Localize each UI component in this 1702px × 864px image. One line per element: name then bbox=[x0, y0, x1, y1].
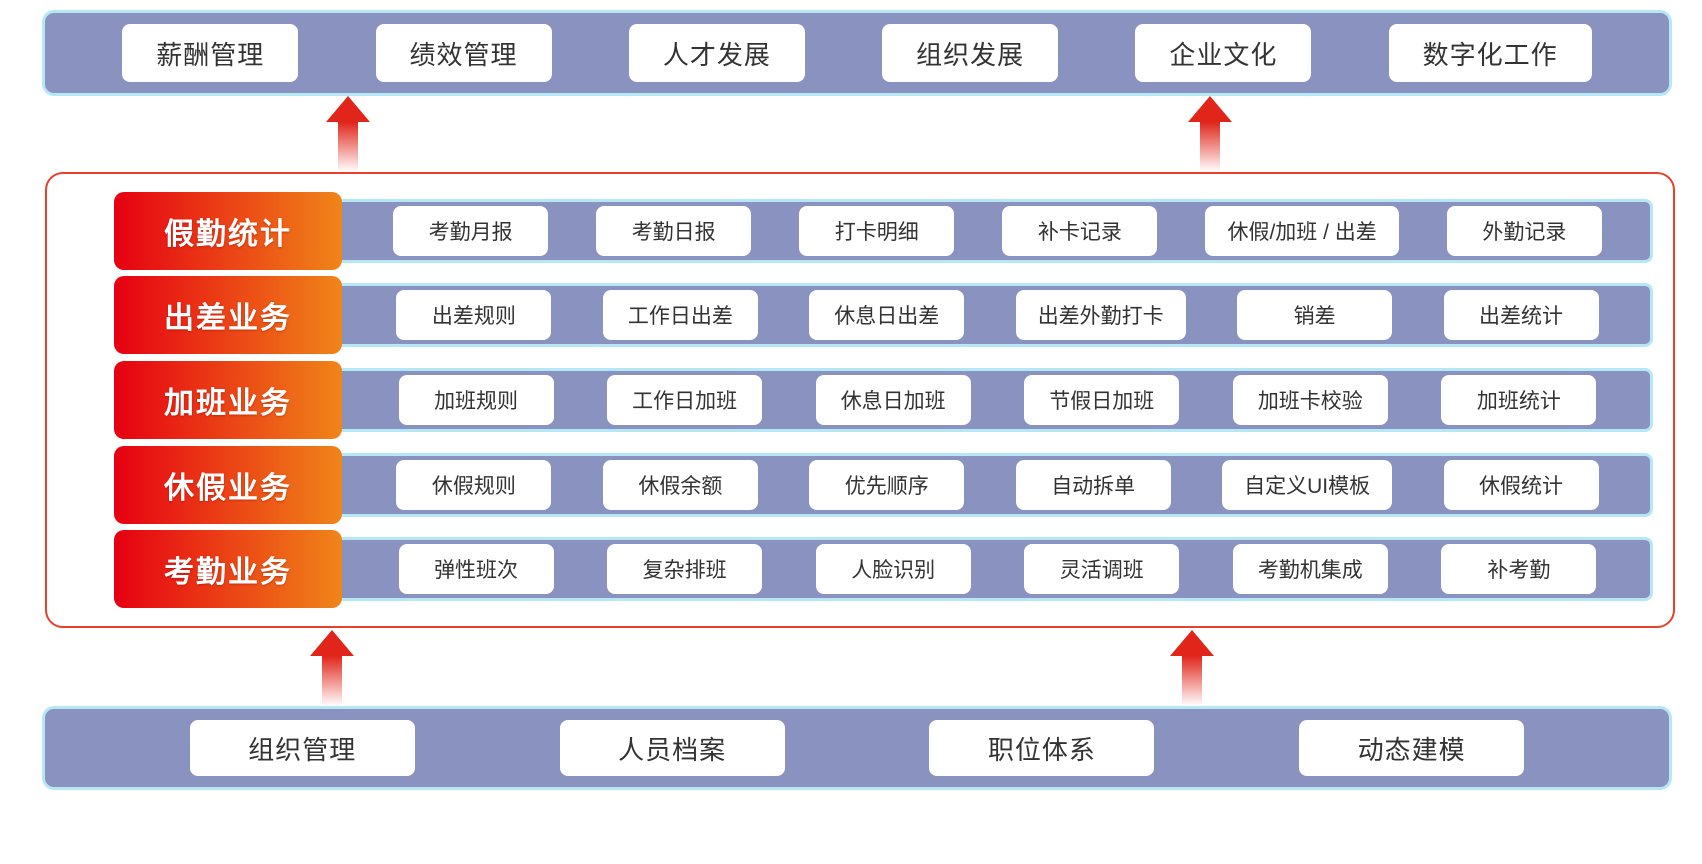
row-bar: 加班规则 工作日加班 休息日加班 节假日加班 加班卡校验 加班统计 bbox=[114, 367, 1653, 432]
module-chip: 出差规则 bbox=[396, 290, 552, 341]
module-chip: 休假余额 bbox=[602, 459, 758, 510]
row-chips: 考勤月报 考勤日报 打卡明细 补卡记录 休假/加班 / 出差 外勤记录 bbox=[345, 202, 1650, 260]
row-chips: 出差规则 工作日出差 休息日出差 出差外勤打卡 销差 出差统计 bbox=[345, 286, 1650, 344]
row-bar: 出差规则 工作日出差 休息日出差 出差外勤打卡 销差 出差统计 bbox=[114, 283, 1653, 348]
row-label-vacation: 休假业务 bbox=[114, 445, 342, 524]
bottom-item-organization-management: 组织管理 bbox=[189, 720, 415, 776]
module-row-overtime: 加班规则 工作日加班 休息日加班 节假日加班 加班卡校验 加班统计 加班业务 bbox=[114, 360, 1653, 439]
module-chip: 休假统计 bbox=[1443, 459, 1599, 510]
module-chip: 休息日加班 bbox=[815, 374, 971, 425]
module-row-leave-attendance-statistics: 考勤月报 考勤日报 打卡明细 补卡记录 休假/加班 / 出差 外勤记录 假勤统计 bbox=[114, 191, 1653, 270]
top-item-digital-work: 数字化工作 bbox=[1388, 24, 1592, 82]
attendance-modules-container: 考勤月报 考勤日报 打卡明细 补卡记录 休假/加班 / 出差 外勤记录 假勤统计… bbox=[45, 172, 1675, 628]
row-chips: 加班规则 工作日加班 休息日加班 节假日加班 加班卡校验 加班统计 bbox=[345, 371, 1650, 429]
module-chip: 考勤日报 bbox=[596, 205, 752, 256]
module-chip: 工作日出差 bbox=[602, 290, 758, 341]
row-label-overtime: 加班业务 bbox=[114, 360, 342, 439]
module-chip: 补卡记录 bbox=[1002, 205, 1158, 256]
bottom-item-position-system: 职位体系 bbox=[929, 720, 1155, 776]
module-chip: 弹性班次 bbox=[398, 544, 554, 595]
bottom-item-dynamic-modeling: 动态建模 bbox=[1299, 720, 1525, 776]
module-chip: 休息日出差 bbox=[809, 290, 965, 341]
module-chip: 自定义UI模板 bbox=[1222, 459, 1393, 510]
module-chip: 节假日加班 bbox=[1024, 374, 1180, 425]
module-chip: 优先顺序 bbox=[809, 459, 965, 510]
top-item-organization-development: 组织发展 bbox=[882, 24, 1059, 82]
row-chips: 休假规则 休假余额 优先顺序 自动拆单 自定义UI模板 休假统计 bbox=[345, 456, 1650, 514]
arrow-head bbox=[310, 630, 354, 656]
top-layer-bar: 薪酬管理 绩效管理 人才发展 组织发展 企业文化 数字化工作 bbox=[42, 10, 1672, 96]
module-chip: 出差统计 bbox=[1443, 290, 1599, 341]
row-bar: 弹性班次 复杂排班 人脸识别 灵活调班 考勤机集成 补考勤 bbox=[114, 537, 1653, 602]
top-item-compensation-management: 薪酬管理 bbox=[122, 24, 299, 82]
module-chip: 加班卡校验 bbox=[1232, 374, 1388, 425]
foundation-layer-bar: 组织管理 人员档案 职位体系 动态建模 bbox=[42, 706, 1672, 790]
arrow-up-icon bbox=[1170, 630, 1214, 706]
arrow-shaft bbox=[322, 656, 342, 706]
module-chip: 加班统计 bbox=[1441, 374, 1597, 425]
top-item-corporate-culture: 企业文化 bbox=[1135, 24, 1312, 82]
module-row-attendance: 弹性班次 复杂排班 人脸识别 灵活调班 考勤机集成 补考勤 考勤业务 bbox=[114, 530, 1653, 609]
module-chip: 补考勤 bbox=[1441, 544, 1597, 595]
module-chip: 出差外勤打卡 bbox=[1015, 290, 1186, 341]
module-chip: 打卡明细 bbox=[799, 205, 955, 256]
module-chip: 休假/加班 / 出差 bbox=[1205, 205, 1399, 256]
row-label-leave-attendance-statistics: 假勤统计 bbox=[114, 191, 342, 270]
module-row-business-trip: 出差规则 工作日出差 休息日出差 出差外勤打卡 销差 出差统计 出差业务 bbox=[114, 276, 1653, 355]
row-bar: 考勤月报 考勤日报 打卡明细 补卡记录 休假/加班 / 出差 外勤记录 bbox=[114, 198, 1653, 263]
module-chip: 销差 bbox=[1237, 290, 1393, 341]
row-label-business-trip: 出差业务 bbox=[114, 276, 342, 355]
arrow-shaft bbox=[338, 122, 358, 172]
module-chip: 加班规则 bbox=[398, 374, 554, 425]
row-chips: 弹性班次 复杂排班 人脸识别 灵活调班 考勤机集成 补考勤 bbox=[345, 540, 1650, 598]
arrow-head bbox=[1170, 630, 1214, 656]
module-chip: 外勤记录 bbox=[1446, 205, 1602, 256]
module-chip: 工作日加班 bbox=[607, 374, 763, 425]
arrow-shaft bbox=[1200, 122, 1220, 172]
arrow-up-icon bbox=[310, 630, 354, 706]
module-chip: 自动拆单 bbox=[1015, 459, 1171, 510]
top-item-talent-development: 人才发展 bbox=[628, 24, 805, 82]
row-label-attendance: 考勤业务 bbox=[114, 530, 342, 609]
arrow-head bbox=[326, 96, 370, 122]
module-chip: 休假规则 bbox=[396, 459, 552, 510]
module-row-vacation: 休假规则 休假余额 优先顺序 自动拆单 自定义UI模板 休假统计 休假业务 bbox=[114, 445, 1653, 524]
module-chip: 复杂排班 bbox=[607, 544, 763, 595]
arrow-head bbox=[1188, 96, 1232, 122]
row-bar: 休假规则 休假余额 优先顺序 自动拆单 自定义UI模板 休假统计 bbox=[114, 452, 1653, 517]
arrow-up-icon bbox=[326, 96, 370, 172]
arrow-shaft bbox=[1182, 656, 1202, 706]
module-chip: 考勤机集成 bbox=[1232, 544, 1388, 595]
arrow-up-icon bbox=[1188, 96, 1232, 172]
module-chip: 灵活调班 bbox=[1024, 544, 1180, 595]
module-chip: 考勤月报 bbox=[393, 205, 549, 256]
module-chip: 人脸识别 bbox=[815, 544, 971, 595]
bottom-item-personnel-files: 人员档案 bbox=[559, 720, 785, 776]
top-item-performance-management: 绩效管理 bbox=[375, 24, 552, 82]
